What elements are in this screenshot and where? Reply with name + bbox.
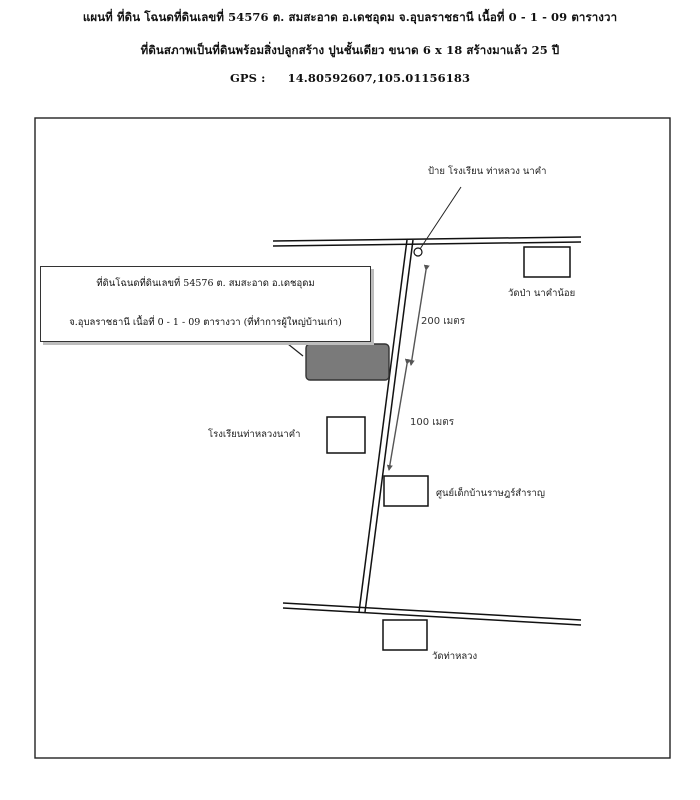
- distance-200-arrow: [408, 264, 430, 366]
- distance-100-arrow: [386, 358, 411, 471]
- distance-200-label: 200 เมตร: [421, 316, 466, 327]
- header-title-line: แผนที่ ที่ดิน โฉนดที่ดินเลขที่ 54576 ต. …: [82, 10, 618, 24]
- temple-top-label: วัดป่า นาคำน้อย: [508, 288, 575, 299]
- distance-100-label: 100 เมตร: [410, 417, 455, 428]
- temple-bottom-building: [382, 619, 428, 651]
- land-parcel: [305, 343, 390, 381]
- school-building: [326, 416, 366, 454]
- school-sign-marker: [413, 247, 423, 257]
- child-center-building: [383, 475, 429, 507]
- gps-label: GPS :: [229, 71, 266, 85]
- school-sign-label: ป้าย โรงเรียน ท่าหลวง นาคำ: [428, 165, 546, 177]
- callout-line-1: ที่ดินโฉนดที่ดินเลขที่ 54576 ต. สมสะอาด …: [96, 278, 315, 289]
- gps-value: 14.80592607,105.01156183: [287, 71, 471, 85]
- parcel-callout: ที่ดินโฉนดที่ดินเลขที่ 54576 ต. สมสะอาด …: [40, 266, 371, 342]
- temple-top-building: [523, 246, 571, 278]
- temple-bottom-label: วัดท่าหลวง: [432, 651, 477, 662]
- callout-line-2: จ.อุบลราชธานี เนื้อที่ 0 - 1 - 09 ตารางว…: [69, 317, 342, 328]
- child-center-label: ศูนย์เด็กบ้านราษฎร์สำราญ: [436, 486, 545, 499]
- map-frame: [34, 117, 671, 759]
- gps-line: GPS : 14.80592607,105.01156183: [0, 71, 700, 85]
- header-description-line: ที่ดินสภาพเป็นที่ดินพร้อมสิ่งปลูกสร้าง ป…: [140, 43, 560, 57]
- school-label: โรงเรียนท่าหลวงนาคำ: [208, 428, 300, 440]
- sign-pointer-line: [419, 186, 462, 250]
- road-bottom: [282, 602, 582, 626]
